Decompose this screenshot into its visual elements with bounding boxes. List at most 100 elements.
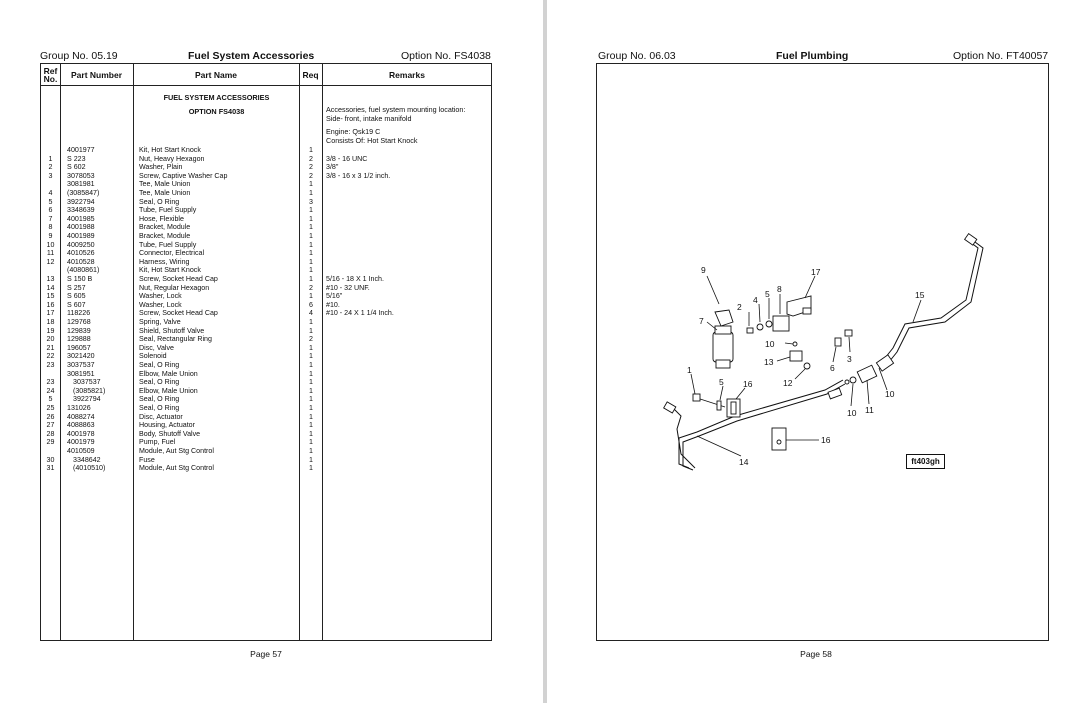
row-part-name: Housing, Actuator: [139, 421, 195, 430]
row-part-name: Bracket, Module: [139, 232, 191, 240]
row-part-name: Fuse: [139, 455, 155, 464]
row-req: 1: [309, 361, 313, 369]
row-part-number: 196057: [67, 343, 91, 352]
row-remarks: 3/8 - 16 UNC: [326, 154, 368, 163]
row-req: 1: [309, 438, 313, 447]
screw-1-head: [692, 393, 701, 402]
row-part-number: 3081981: [67, 180, 95, 189]
row-req: 1: [309, 292, 313, 301]
row-part-name: Pump, Fuel: [139, 438, 176, 447]
row-part-number: 4001977: [67, 146, 95, 154]
leader-4: [758, 303, 761, 323]
row-part-number: 4010528: [67, 257, 95, 266]
row-remarks: 3/8 - 16 x 3 1/2 inch.: [326, 171, 391, 180]
row-req: 1: [309, 318, 313, 326]
row-req: 1: [309, 189, 313, 197]
row-part-name: Seal, O Ring: [139, 404, 180, 412]
elbow-9: [714, 309, 734, 327]
row-part-number: S 602: [67, 163, 86, 172]
row-req: 1: [309, 447, 313, 455]
leader-16a: [735, 387, 746, 400]
row-part-number: 118226: [67, 309, 91, 318]
row-part-name: Hose, Flexible: [139, 214, 184, 223]
hose-7-cap: [714, 325, 732, 335]
callout-5a: 5: [765, 289, 770, 299]
row-part-name: Nut, Regular Hexagon: [139, 283, 210, 292]
row-part-number: 129768: [67, 318, 91, 326]
screw-6: [834, 337, 842, 347]
row-ref: 3: [48, 171, 53, 180]
row-ref: 14: [46, 283, 55, 292]
row-part-number: S 607: [67, 300, 86, 309]
row-req: 1: [309, 369, 313, 378]
row-part-number: S 223: [67, 154, 86, 163]
column-header-req: Req: [302, 69, 319, 80]
page-number: Page 58: [800, 649, 832, 659]
column-divider: [299, 64, 300, 640]
callout-17: 17: [811, 267, 821, 277]
row-part-number: 4010526: [67, 249, 95, 258]
row-part-name: Tube, Fuel Supply: [139, 240, 197, 249]
row-req: 1: [309, 146, 313, 154]
row-ref: 6: [48, 206, 53, 215]
row-part-name: Body, Shutoff Valve: [139, 429, 201, 438]
leader-12: [794, 368, 806, 380]
row-part-number: (4080861): [67, 266, 100, 275]
callout-7: 7: [699, 316, 704, 326]
group-number: Group No. 06.03: [598, 50, 676, 62]
o-ring-10c: [792, 341, 798, 347]
row-part-name: Nut, Heavy Hexagon: [139, 154, 205, 163]
row-part-name: Harness, Wiring: [139, 257, 190, 266]
column-header-ref: Ref No.: [41, 64, 60, 85]
row-req: 1: [309, 240, 313, 249]
leader-5b: [719, 385, 724, 401]
bracket-16-lower: [771, 427, 787, 451]
page-title: Fuel Plumbing: [776, 50, 849, 62]
row-part-name: Seal, O Ring: [139, 395, 180, 404]
tee-fitting-4: [856, 364, 878, 384]
page-number: Page 57: [250, 649, 282, 659]
row-part-name: Seal, Rectangular Ring: [139, 335, 212, 344]
washer-5b: [765, 320, 773, 328]
row-req: 1: [309, 404, 313, 412]
row-part-number: (4010510): [73, 464, 106, 473]
row-part-number: 4010509: [67, 447, 95, 455]
row-part-number: 4009250: [67, 240, 95, 249]
washer-5: [716, 400, 722, 411]
row-req: 1: [309, 257, 313, 266]
row-req: 1: [309, 412, 313, 421]
row-ref: 4: [48, 189, 53, 197]
row-part-name: Seal, O Ring: [139, 361, 180, 369]
callout-16b: 16: [821, 435, 831, 445]
row-req: 1: [309, 232, 313, 240]
callout-14: 14: [739, 457, 749, 467]
parts-table: Ref No. Part Number Part Name Req Remark…: [40, 63, 492, 641]
row-req: 3: [309, 197, 313, 206]
row-part-name: Elbow, Male Union: [139, 369, 198, 378]
column-header-ref-line1: Ref: [43, 65, 58, 76]
row-ref: 10: [46, 240, 55, 249]
diagram-drawing: 9 7 2 4 5 8 17 15 10 13 12 6 3 1 5 16 16…: [663, 233, 984, 471]
leader-15: [912, 299, 922, 323]
leader-10c: [878, 367, 888, 391]
page-title: Fuel System Accessories: [188, 50, 315, 62]
remark-mounting: Accessories, fuel system mounting locati…: [326, 105, 491, 123]
row-part-name: Tee, Male Union: [139, 189, 191, 197]
row-req: 1: [309, 429, 313, 438]
remark-engine-line2: Consists Of: Hot Start Knock: [326, 135, 418, 145]
column-divider: [60, 64, 61, 640]
row-ref: 9: [48, 232, 53, 240]
row-req: 1: [309, 343, 313, 352]
section-option: OPTION FS4038: [188, 107, 245, 116]
